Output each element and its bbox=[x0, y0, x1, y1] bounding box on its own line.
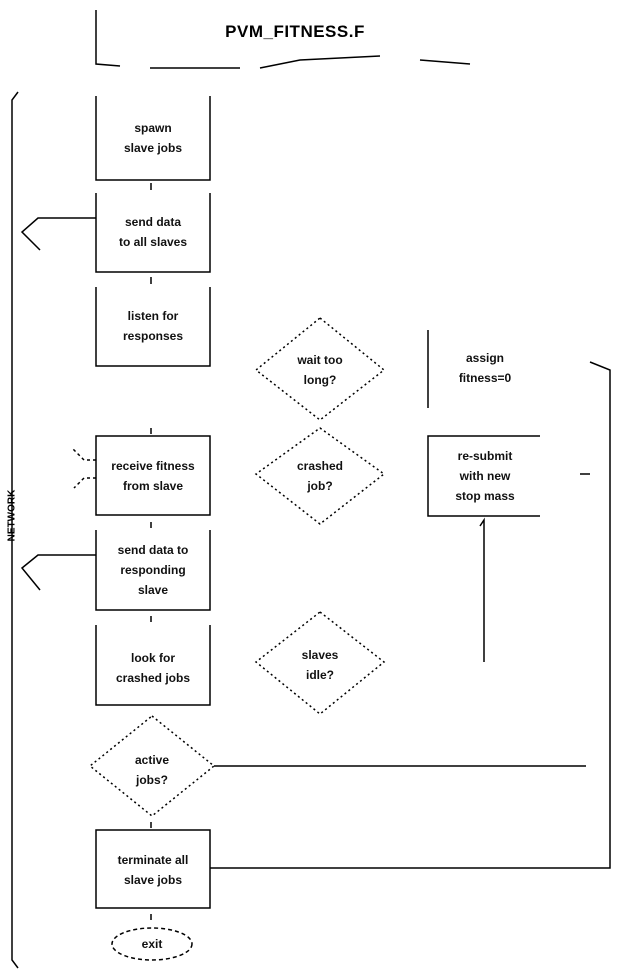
diamond-crashed bbox=[254, 427, 386, 525]
diamond-active bbox=[88, 715, 216, 817]
network-label: NETWORK bbox=[6, 489, 18, 542]
label-line: crashed jobs bbox=[115, 671, 191, 685]
label-crashed: crashed job? bbox=[270, 456, 370, 496]
label-send-resp: send data to responding slave bbox=[98, 540, 208, 600]
label-line: look for bbox=[131, 651, 175, 665]
label-line: slaves bbox=[301, 648, 339, 662]
label-wait: wait too long? bbox=[270, 350, 370, 390]
label-line: stop mass bbox=[455, 489, 515, 503]
label-send-all: send data to all slaves bbox=[98, 212, 208, 252]
label-line: send data bbox=[124, 215, 181, 229]
box-send-all bbox=[95, 193, 211, 273]
label-line: spawn bbox=[134, 121, 172, 135]
connectors bbox=[210, 361, 611, 869]
box-terminate bbox=[95, 829, 211, 909]
box-receive bbox=[95, 435, 211, 516]
box-listen bbox=[95, 287, 211, 367]
label-slaves: slaves idle? bbox=[270, 645, 370, 685]
box-send-resp bbox=[95, 530, 211, 611]
box-spawn bbox=[95, 96, 211, 181]
label-spawn: spawn slave jobs bbox=[98, 118, 208, 158]
label-line: slave jobs bbox=[123, 141, 183, 155]
label-exit: exit bbox=[141, 937, 163, 951]
label-terminate: terminate all slave jobs bbox=[98, 850, 208, 890]
label-line: slave jobs bbox=[123, 873, 183, 887]
label-line: with new bbox=[459, 469, 511, 483]
label-line: assign bbox=[465, 351, 504, 365]
label-line: responding bbox=[120, 563, 186, 577]
label-line: slave bbox=[137, 583, 169, 597]
label-line: wait too bbox=[297, 353, 343, 367]
label-line: idle? bbox=[305, 668, 334, 682]
label-line: to all slaves bbox=[118, 235, 188, 249]
label-resubmit: re-submit with new stop mass bbox=[430, 446, 540, 506]
title-frame bbox=[95, 10, 471, 69]
label-line: from slave bbox=[122, 479, 184, 493]
label-line: terminate all bbox=[117, 853, 189, 867]
label-line: fitness=0 bbox=[458, 371, 512, 385]
network-arrows bbox=[20, 217, 96, 591]
label-active: active jobs? bbox=[102, 750, 202, 790]
box-resubmit bbox=[427, 435, 540, 517]
label-line: re-submit bbox=[457, 449, 513, 463]
label-listen: listen for responses bbox=[98, 306, 208, 346]
label-line: responses bbox=[122, 329, 184, 343]
diagram-title: PVM_FITNESS.F bbox=[225, 22, 365, 41]
label-line: send data to bbox=[117, 543, 189, 557]
terminal-exit bbox=[111, 927, 193, 961]
label-line: receive fitness bbox=[111, 459, 195, 473]
network-bracket bbox=[11, 91, 19, 969]
label-line: job? bbox=[307, 479, 333, 493]
label-look: look for crashed jobs bbox=[98, 648, 208, 688]
label-assign: assign fitness=0 bbox=[430, 348, 540, 388]
box-look bbox=[95, 625, 211, 706]
label-receive: receive fitness from slave bbox=[98, 456, 208, 496]
label-line: crashed bbox=[296, 459, 344, 473]
label-line: jobs? bbox=[136, 773, 168, 787]
label-line: listen for bbox=[127, 309, 179, 323]
label-line: active bbox=[134, 753, 170, 767]
label-line: long? bbox=[303, 373, 337, 387]
